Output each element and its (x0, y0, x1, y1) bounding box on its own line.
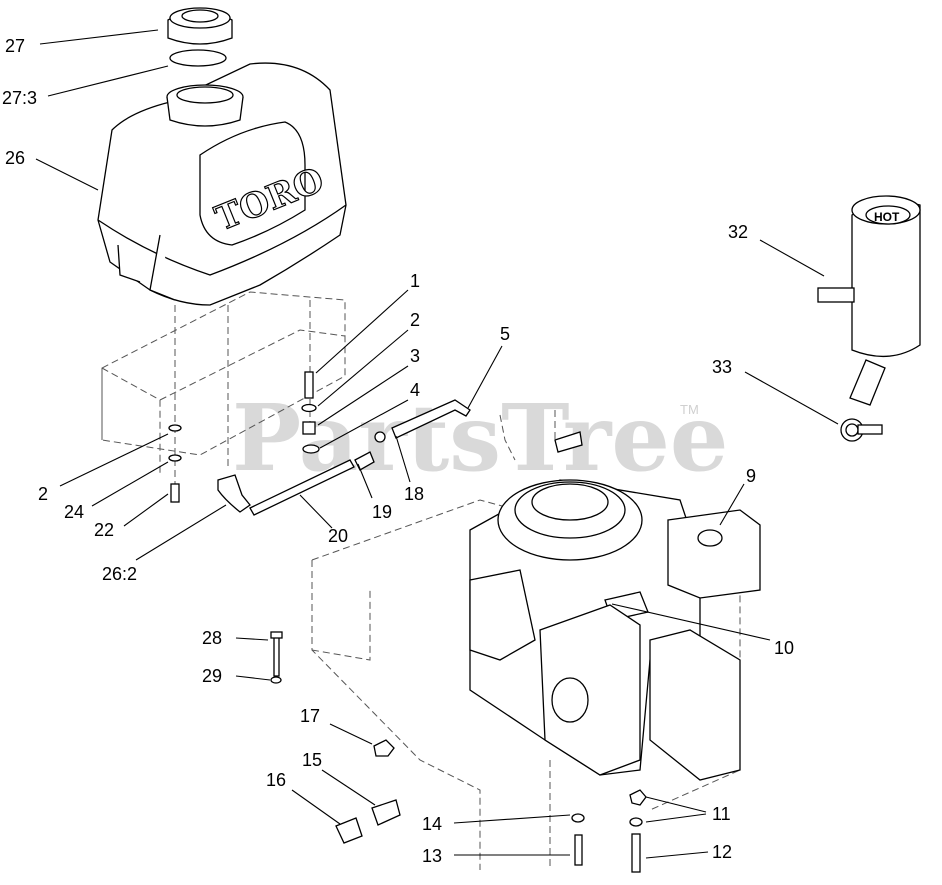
lower-hardware (270, 631, 647, 873)
callout-26-2: 26:2 (102, 564, 137, 584)
fuel-system-hardware (168, 300, 471, 516)
callout-24: 24 (64, 502, 84, 522)
callout-18: 18 (404, 484, 424, 504)
callout-5: 5 (500, 324, 510, 344)
callout-10: 10 (774, 638, 794, 658)
engine (469, 431, 761, 781)
callout-32: 32 (728, 222, 748, 242)
muffler-clamp (840, 418, 883, 442)
callout-26: 26 (5, 148, 25, 168)
callout-2-lower: 2 (38, 484, 48, 504)
callout-4: 4 (410, 380, 420, 400)
leader-lines (35, 29, 839, 859)
callout-13: 13 (422, 846, 442, 866)
callout-17: 17 (300, 706, 320, 726)
callout-27-3: 27:3 (2, 88, 37, 108)
muffler-label: HOT (874, 210, 900, 224)
callout-16: 16 (266, 770, 286, 790)
callout-19: 19 (372, 502, 392, 522)
muffler: HOT (817, 195, 921, 406)
watermark: PartsTree TM (232, 384, 728, 492)
callout-12: 12 (712, 842, 732, 862)
cap-gasket (169, 49, 227, 67)
callout-22: 22 (94, 520, 114, 540)
watermark-text: PartsTree (232, 384, 728, 492)
callout-3: 3 (410, 346, 420, 366)
callout-11: 11 (712, 804, 731, 824)
callout-20: 20 (328, 526, 348, 546)
callout-14: 14 (422, 814, 442, 834)
fuel-tank: TORO (97, 62, 347, 306)
watermark-tm: TM (680, 402, 699, 417)
callout-1: 1 (410, 271, 420, 291)
callout-27: 27 (5, 36, 25, 56)
callout-29: 29 (202, 666, 222, 686)
fuel-cap (167, 7, 233, 45)
chassis-frame (101, 291, 741, 870)
callout-2-upper: 2 (410, 310, 420, 330)
callout-33: 33 (712, 357, 732, 377)
callout-28: 28 (202, 628, 222, 648)
callout-9: 9 (746, 466, 756, 486)
callout-labels: 27 27:3 26 1 2 3 4 5 32 33 2 24 22 26:2 … (2, 36, 794, 866)
callout-15: 15 (302, 750, 322, 770)
